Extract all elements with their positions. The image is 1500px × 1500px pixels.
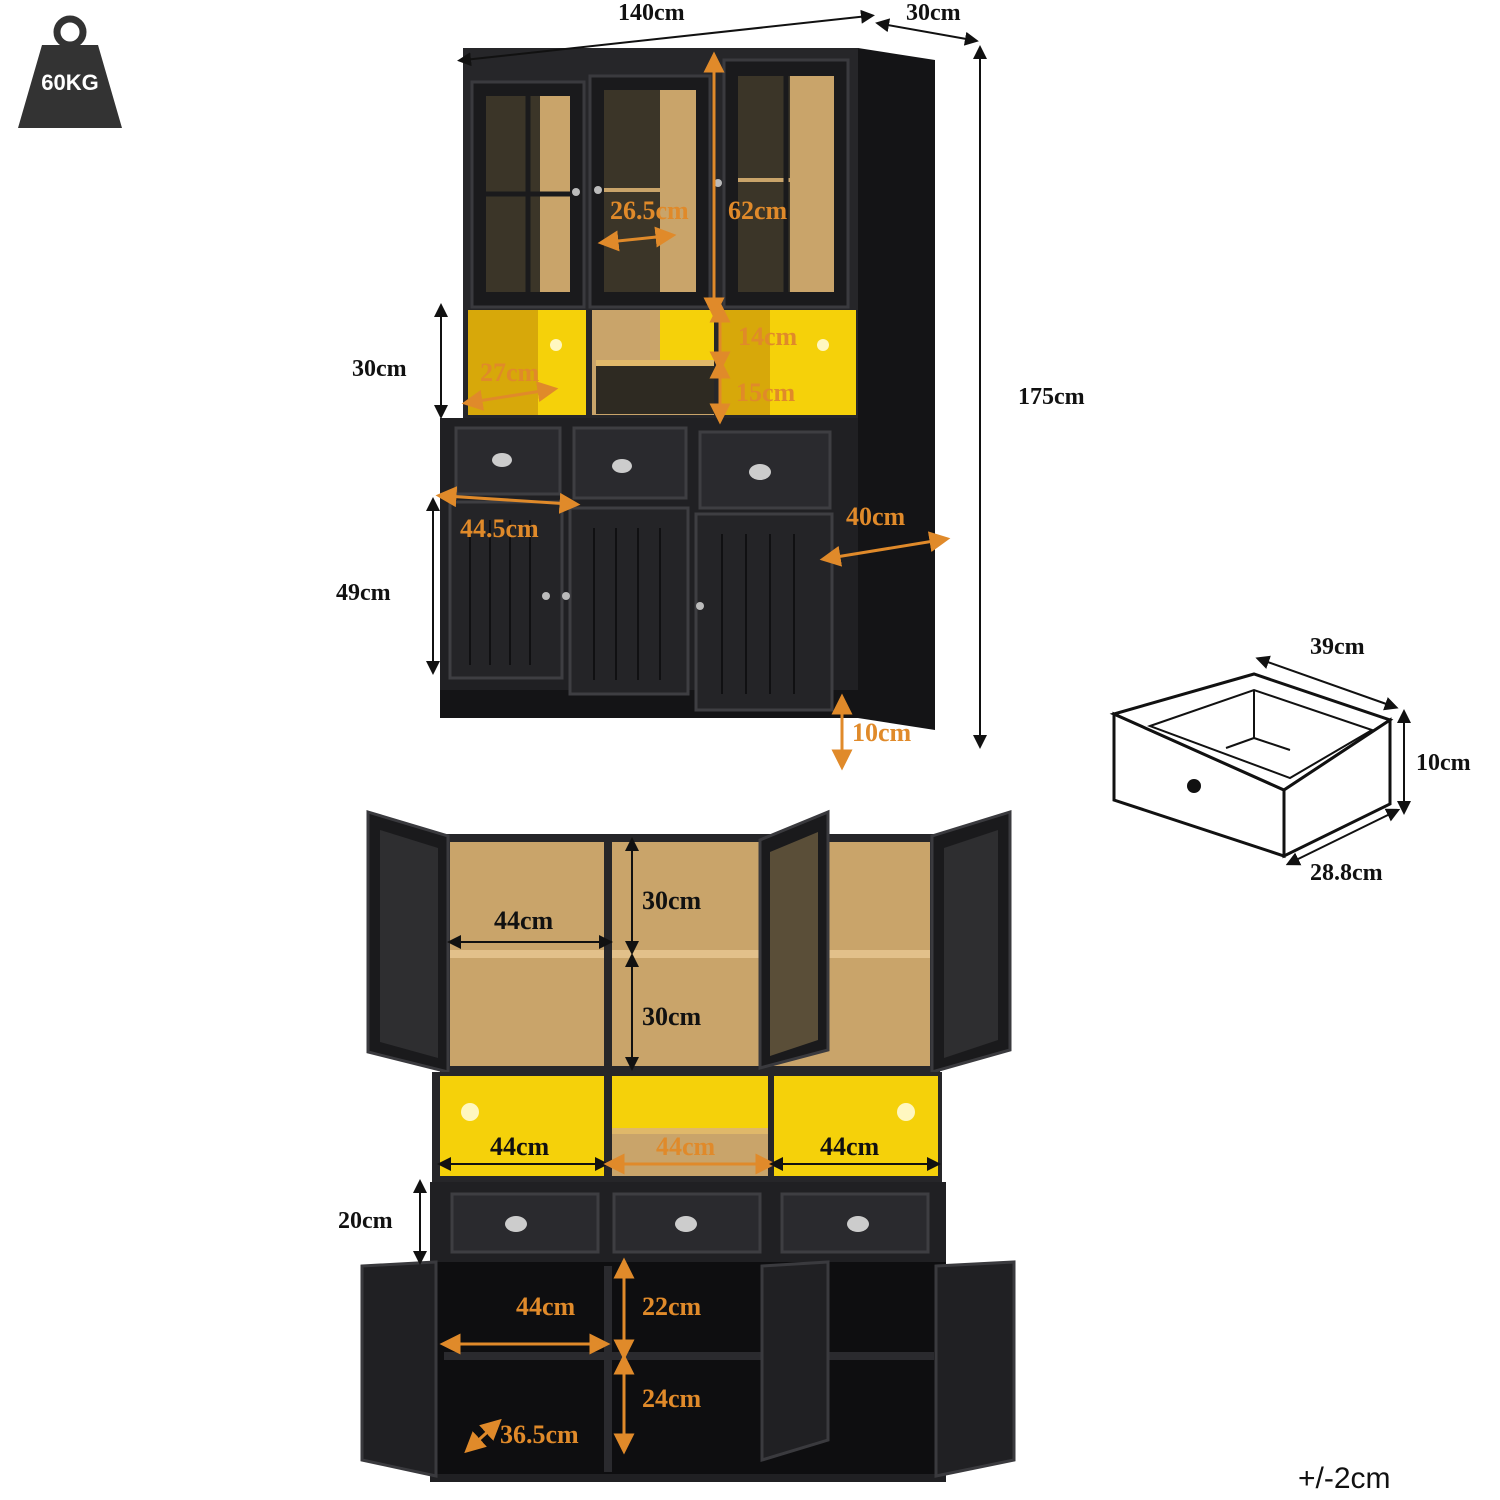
dimension-lines-top [426, 9, 987, 771]
dim-hutch-height: 62cm [728, 196, 788, 225]
dim-shelf-height-2: 30cm [642, 1002, 702, 1031]
dim-leg-height: 10cm [852, 718, 912, 747]
dim-drawer-height-front: 20cm [338, 1208, 393, 1234]
glass-door [470, 80, 586, 309]
dim-cabinet-upper: 22cm [642, 1292, 702, 1321]
base-door-open [360, 1260, 438, 1478]
dim-open-depth: 27cm [480, 358, 540, 387]
dim-base-door-height: 49cm [336, 580, 391, 606]
dim-open-right: 44cm [820, 1132, 880, 1161]
base-door [694, 512, 834, 712]
dim-shelf-height-1: 30cm [642, 886, 702, 915]
base-door-open [760, 1260, 830, 1463]
weight-label: 60KG [41, 70, 99, 95]
drawer-front [780, 1192, 930, 1254]
drawer-front [454, 426, 562, 496]
tolerance-note: +/-2cm [1298, 1462, 1391, 1495]
base-door [448, 500, 564, 680]
glass-door-open [758, 809, 830, 1070]
drawer-front [450, 1192, 600, 1254]
dim-shelf-width-upper: 44cm [494, 906, 554, 935]
dim-drawer-width: 44.5cm [460, 514, 539, 543]
dim-total-width: 140cm [618, 0, 685, 26]
dim-cabinet-depth: 36.5cm [500, 1420, 579, 1449]
dim-open-section-height: 30cm [352, 356, 407, 382]
dim-open-left: 44cm [490, 1132, 550, 1161]
dim-cabinet-lower: 24cm [642, 1384, 702, 1413]
base-door [562, 506, 690, 696]
glass-door-open [366, 809, 450, 1074]
dim-drawer-depth: 28.8cm [1310, 860, 1383, 886]
dim-upper-open: 14cm [738, 322, 798, 351]
drawer-front [698, 430, 832, 510]
dim-open-middle: 44cm [656, 1132, 716, 1161]
dim-total-depth: 30cm [906, 0, 961, 26]
dim-shelf-width: 26.5cm [610, 196, 689, 225]
glass-door [588, 74, 712, 309]
dim-total-height: 175cm [1018, 384, 1085, 410]
drawer-diagram [1109, 655, 1411, 866]
glass-door-open [930, 809, 1012, 1074]
dim-drawer-width: 39cm [1310, 634, 1365, 660]
dim-base-depth: 40cm [846, 502, 906, 531]
drawer-front [612, 1192, 762, 1254]
dim-cabinet-width: 44cm [516, 1292, 576, 1321]
dim-lower-open: 15cm [736, 378, 796, 407]
dim-drawer-height: 10cm [1416, 750, 1471, 776]
dimension-lines-bottom [413, 837, 941, 1455]
weight-icon [18, 15, 122, 128]
drawer-front [572, 426, 688, 500]
base-door-open [934, 1260, 1016, 1478]
glass-door [714, 58, 850, 309]
cabinet-closed-view [440, 48, 935, 730]
